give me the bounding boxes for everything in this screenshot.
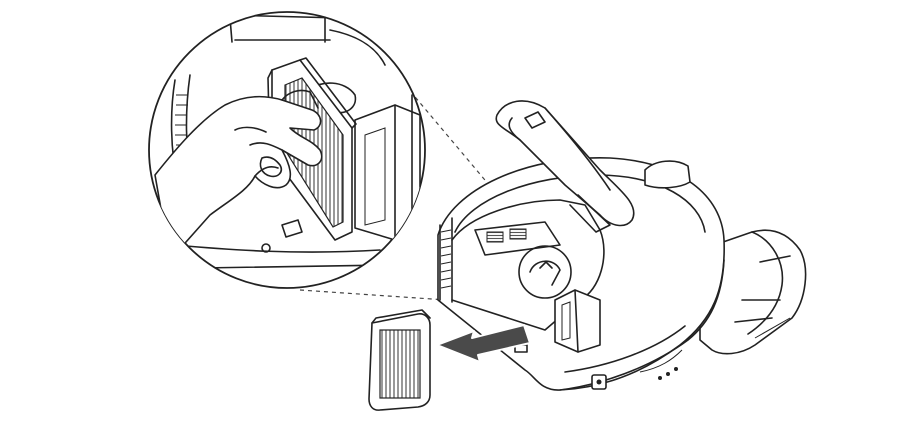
hand-illustration <box>154 89 323 261</box>
removed-filter <box>368 309 431 411</box>
brush-head <box>699 229 807 355</box>
filter-housing <box>554 289 601 353</box>
open-lid <box>495 100 635 233</box>
zoom-inset <box>148 11 426 289</box>
side-grille <box>439 217 453 303</box>
top-handle <box>644 160 691 189</box>
removal-arrow <box>436 324 531 363</box>
zoom-target-marker <box>518 245 572 299</box>
